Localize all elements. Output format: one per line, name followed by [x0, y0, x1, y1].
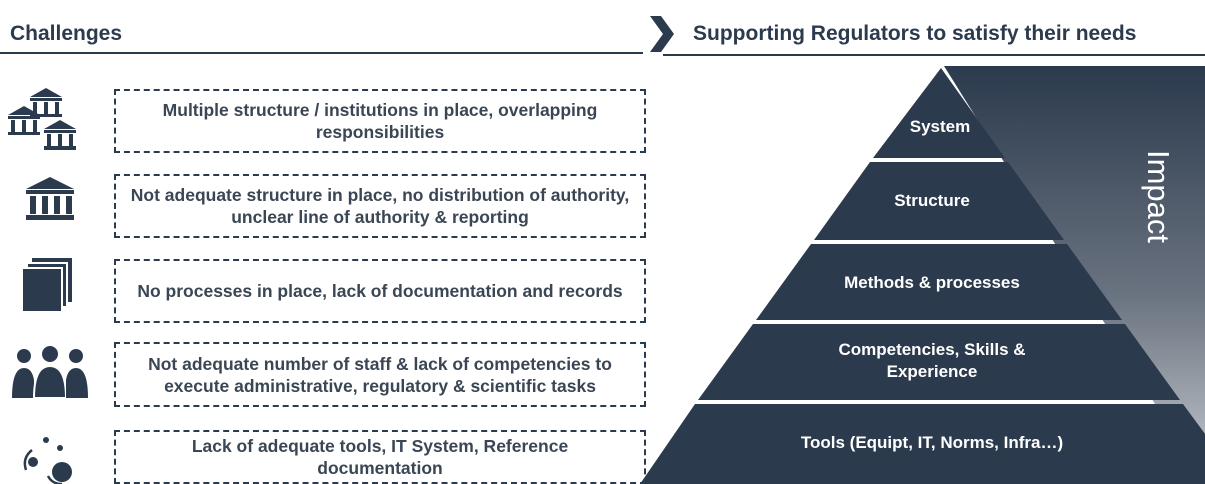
chevron-right-icon [650, 16, 674, 52]
tier-system-label: System [909, 117, 971, 136]
tier-tools [640, 404, 1205, 484]
tools-network-icon [23, 437, 72, 484]
challenge-box-4: Not adequate number of staff & lack of c… [114, 342, 646, 407]
tier-tools-label: Tools (Equipt, IT, Norms, Infra…) [800, 433, 1064, 452]
institution-icon [26, 177, 74, 220]
tier-competencies-label: Competencies, Skills & Experience [838, 340, 1026, 381]
challenges-title: Challenges [10, 22, 123, 45]
tier-structure-label: Structure [894, 191, 970, 210]
people-icon [12, 346, 88, 399]
impact-label: Impact [1141, 150, 1176, 244]
regulators-divider [663, 54, 1205, 56]
regulators-title: Supporting Regulators to satisfy their n… [693, 22, 1137, 45]
challenges-divider [0, 52, 643, 54]
institutions-icon [8, 88, 76, 150]
documents-icon [21, 258, 72, 313]
challenge-box-3: No processes in place, lack of documenta… [114, 259, 646, 323]
tier-structure [814, 162, 1064, 240]
tier-methods-label: Methods & processes [844, 273, 1020, 292]
tier-system [873, 68, 1005, 158]
challenge-box-2: Not adequate structure in place, no dist… [114, 174, 646, 238]
tier-methods [756, 244, 1122, 320]
challenge-box-5: Lack of adequate tools, IT System, Refer… [114, 430, 646, 484]
tier-competencies [698, 324, 1180, 400]
challenge-box-1: Multiple structure / institutions in pla… [114, 89, 646, 153]
